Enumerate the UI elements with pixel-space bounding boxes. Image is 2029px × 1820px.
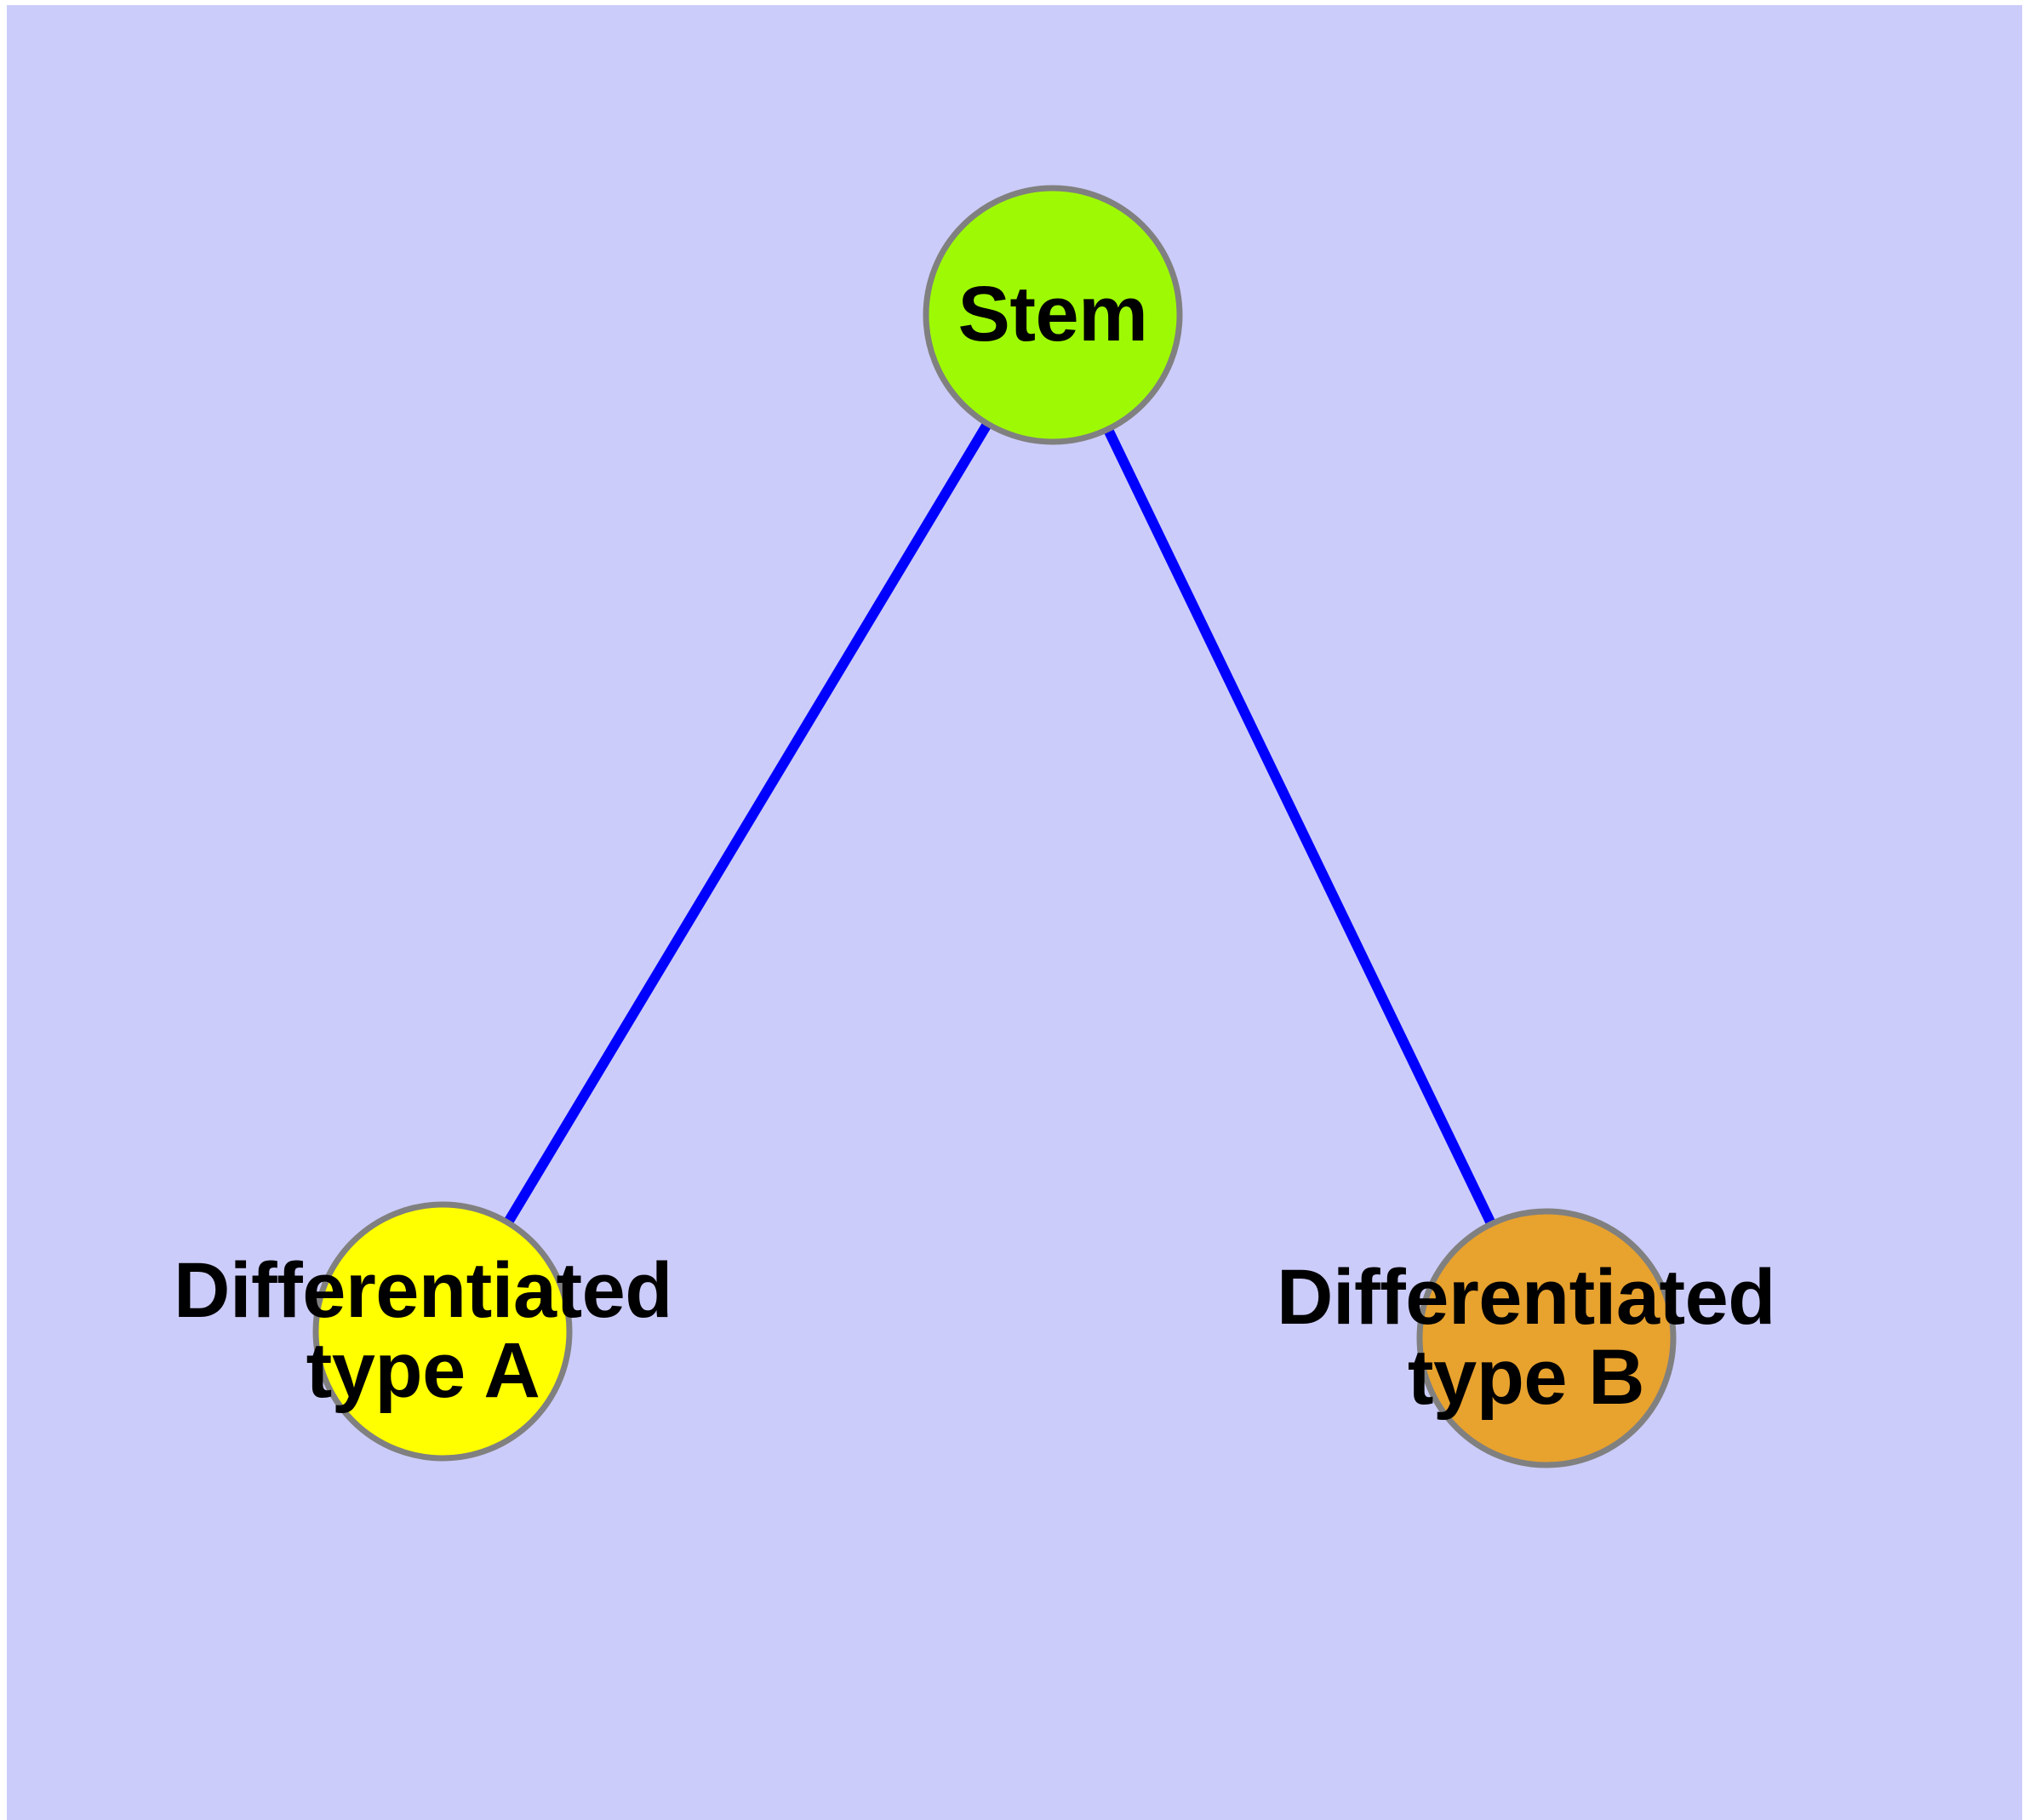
edge-stem-to-diff-b [1048, 312, 1552, 1341]
edges-group [437, 312, 1552, 1341]
node-diff-b[interactable] [1416, 1208, 1677, 1468]
node-diff-a[interactable] [312, 1201, 573, 1462]
nodes-group [312, 185, 1677, 1468]
node-stem[interactable] [923, 185, 1183, 445]
edge-stem-to-diff-a [437, 312, 1058, 1335]
